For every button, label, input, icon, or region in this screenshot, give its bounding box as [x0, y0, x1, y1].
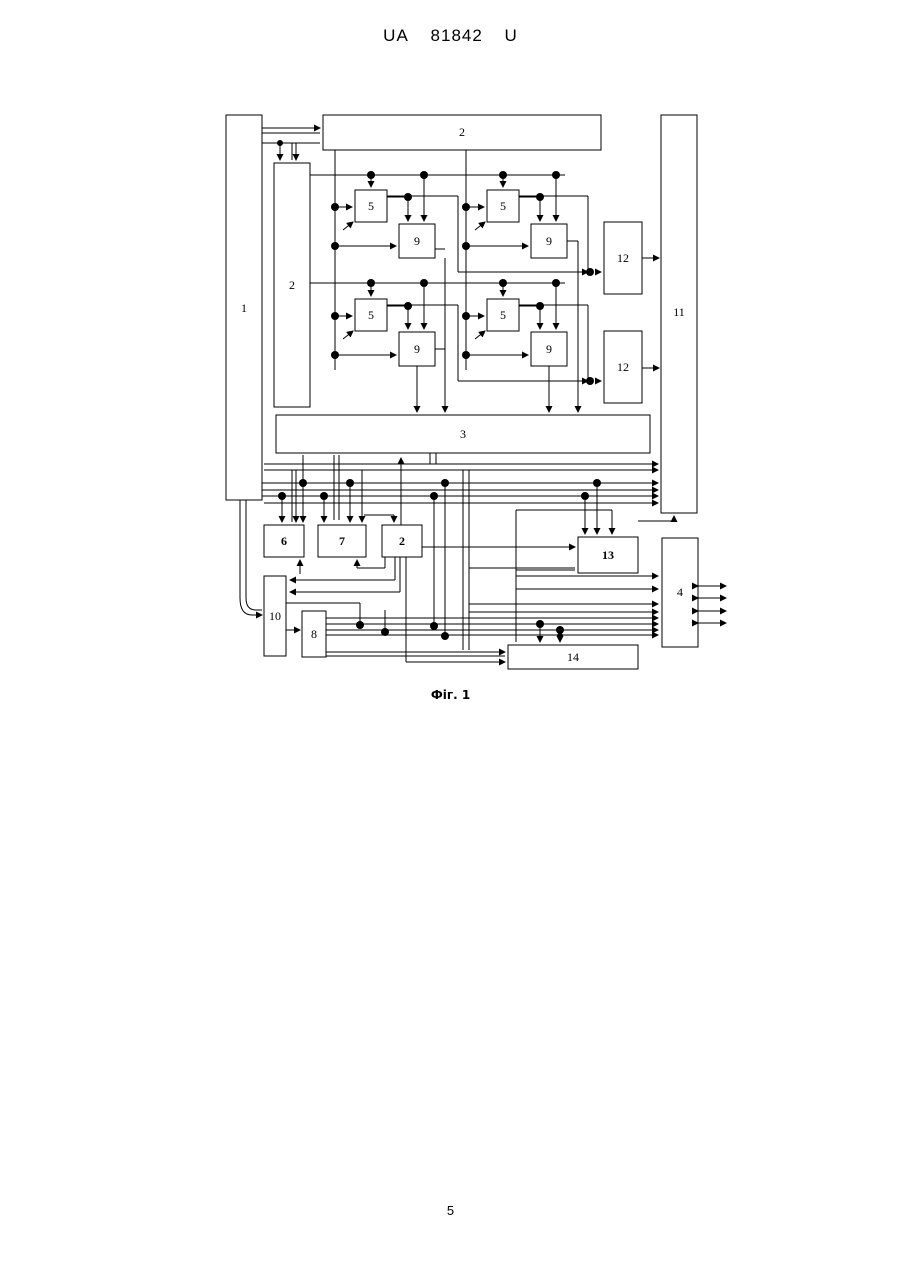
label-block-5-br: 5 [500, 308, 506, 322]
label-block-13: 13 [602, 548, 614, 562]
label-block-14: 14 [567, 650, 579, 664]
label-block-5-bl: 5 [368, 308, 374, 322]
label-block-9-tr: 9 [546, 234, 552, 248]
label-block-2-bottom: 2 [399, 534, 405, 548]
label-block-7: 7 [339, 534, 345, 548]
label-block-6: 6 [281, 534, 287, 548]
page-number: 5 [0, 1203, 901, 1218]
label-block-10: 10 [269, 609, 281, 623]
label-block-9-tl: 9 [414, 234, 420, 248]
label-block-11: 11 [673, 305, 685, 319]
label-block-2-left: 2 [289, 278, 295, 292]
label-block-9-bl: 9 [414, 342, 420, 356]
label-block-5-tl: 5 [368, 199, 374, 213]
label-block-12-bottom: 12 [617, 360, 629, 374]
label-block-4: 4 [677, 585, 683, 599]
label-block-3: 3 [460, 427, 466, 441]
label-block-8: 8 [311, 627, 317, 641]
label-block-2-top: 2 [459, 125, 465, 139]
figure-caption: Фіг. 1 [0, 688, 901, 702]
label-block-5-tr: 5 [500, 199, 506, 213]
label-block-1: 1 [241, 301, 247, 315]
label-block-12-top: 12 [617, 251, 629, 265]
label-block-9-br: 9 [546, 342, 552, 356]
